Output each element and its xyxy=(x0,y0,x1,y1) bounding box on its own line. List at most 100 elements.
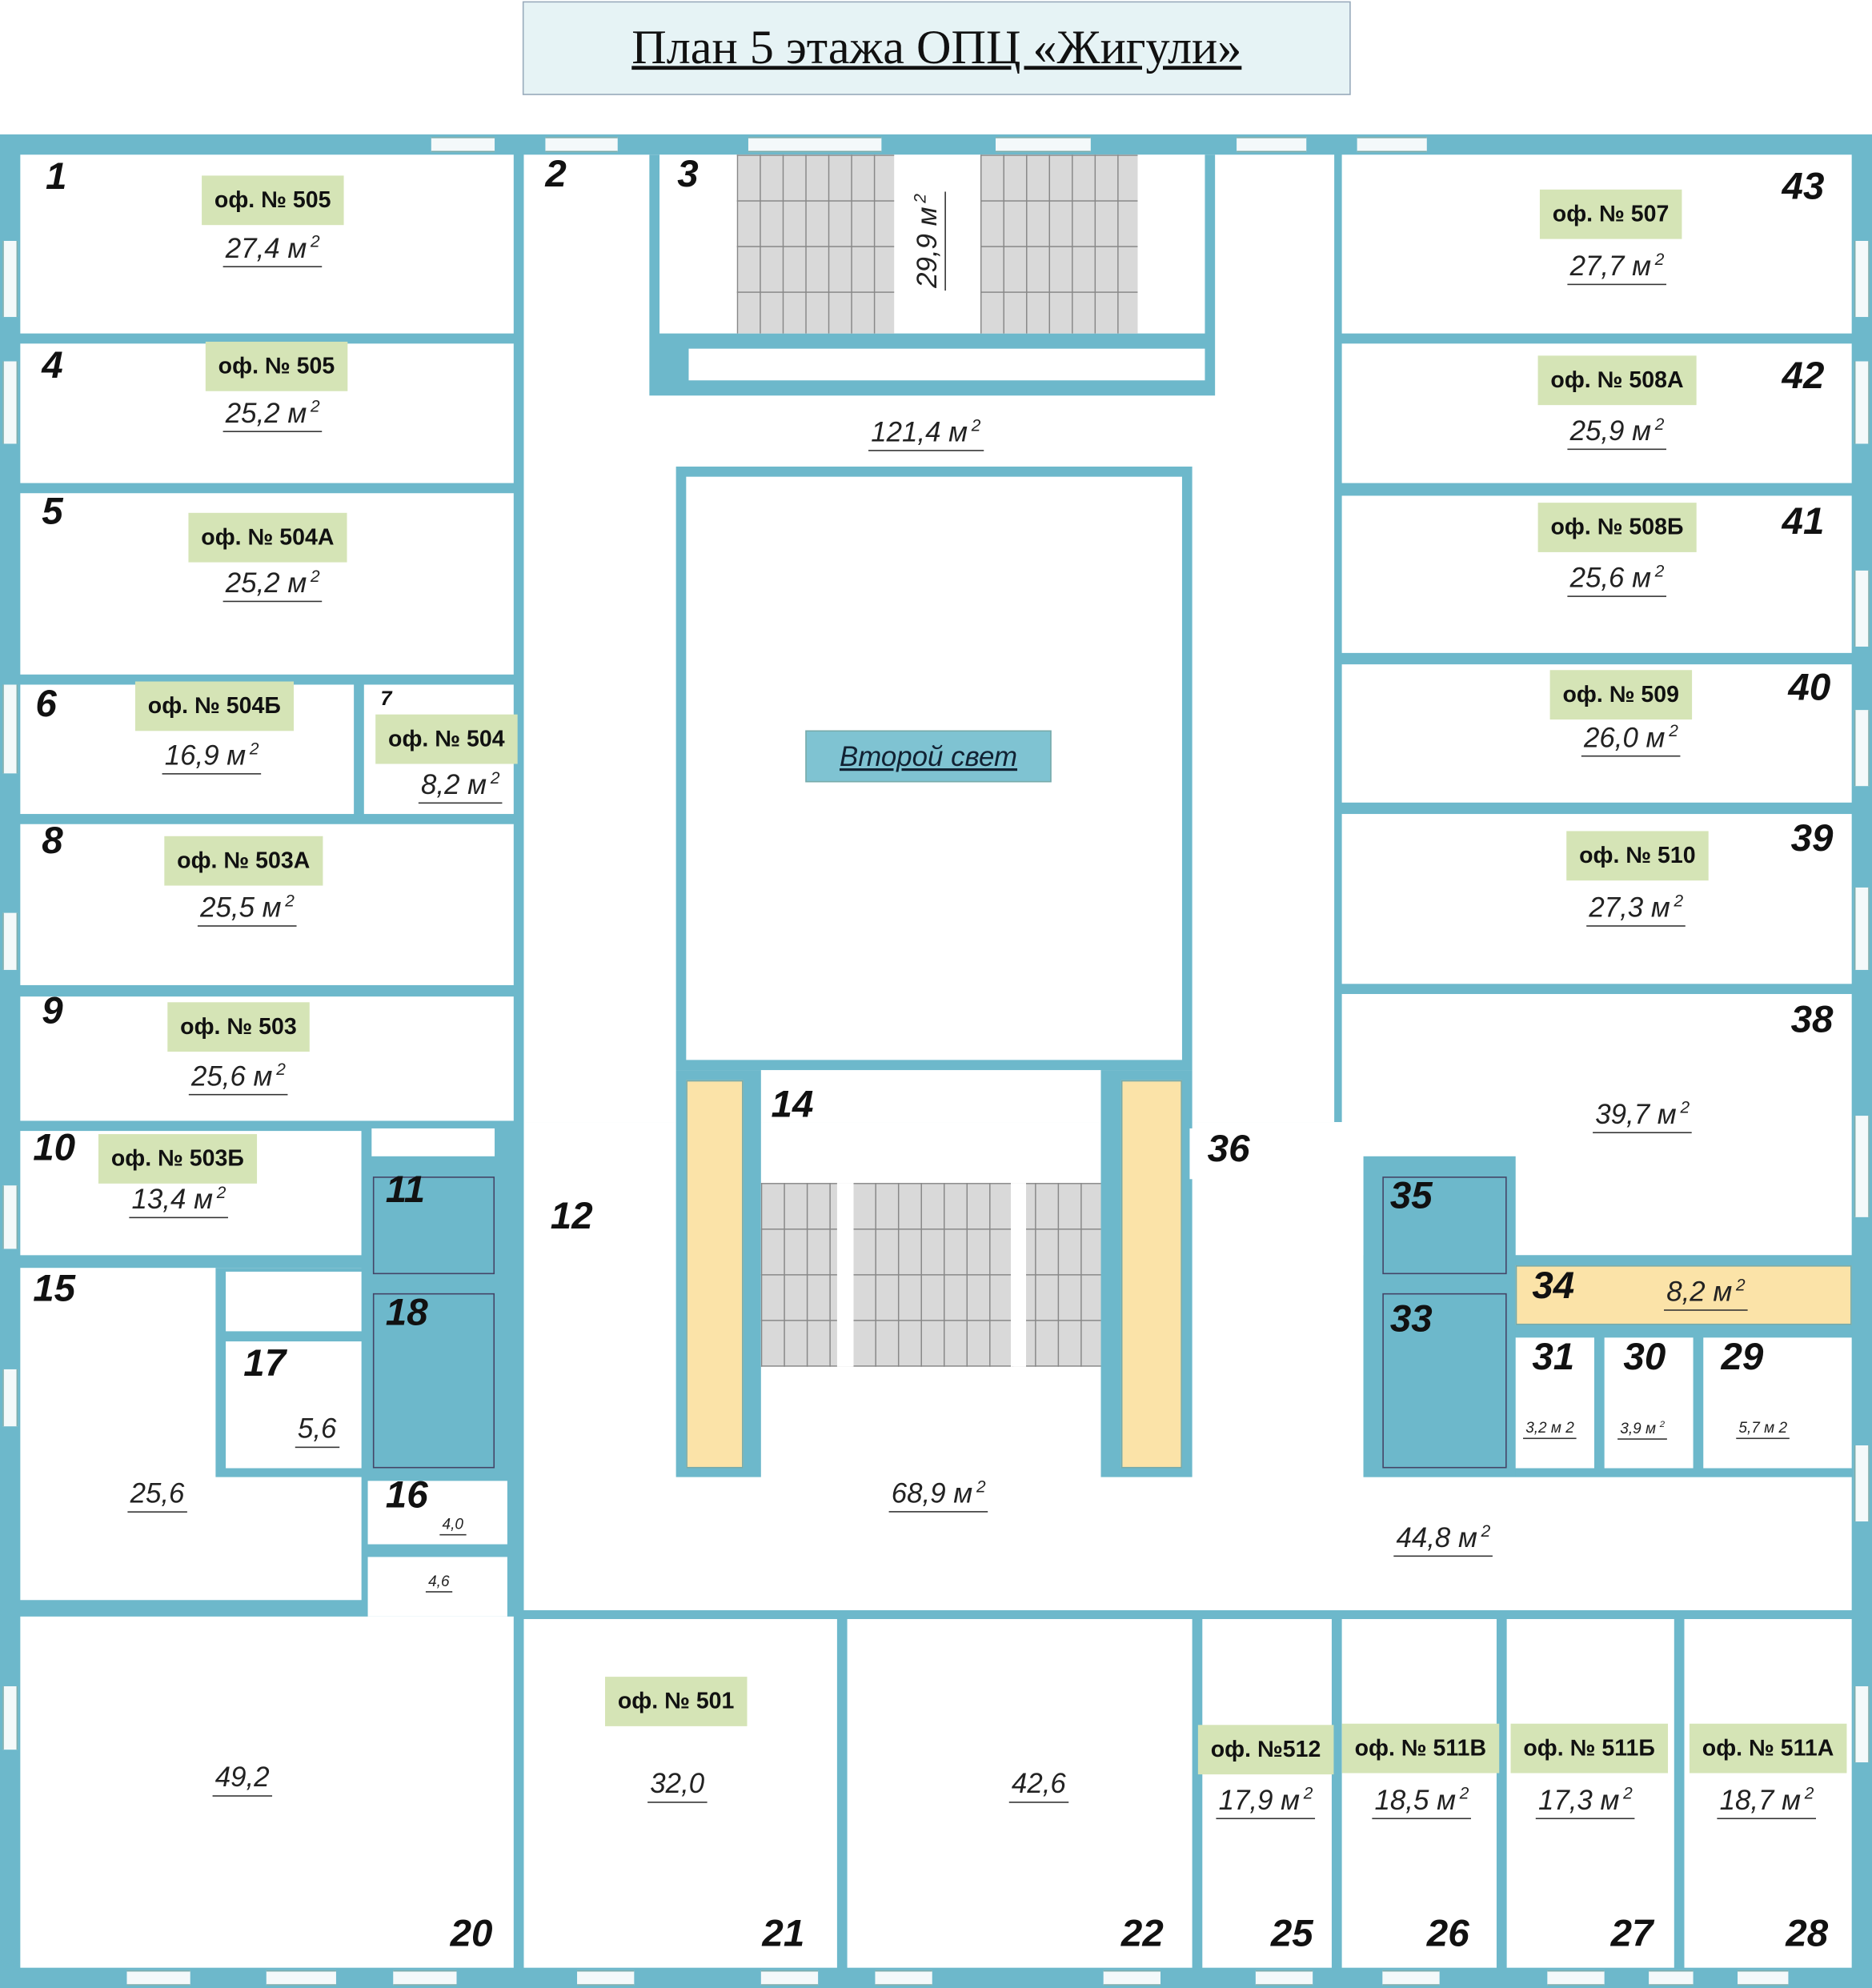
room-number: 4 xyxy=(42,344,63,387)
room-number: 14 xyxy=(771,1084,814,1126)
area-value: 68,9 м xyxy=(891,1477,973,1509)
area-value: 49,2 xyxy=(214,1761,270,1794)
room-29 xyxy=(1703,1337,1852,1469)
area-value: 26,0 м xyxy=(1584,721,1666,754)
area-value: 8,2 м xyxy=(1666,1275,1733,1308)
yellow-column-left xyxy=(686,1080,744,1469)
area-value: 18,7 м xyxy=(1719,1784,1802,1816)
room xyxy=(847,1619,1193,1968)
office-tag: оф. № 511В xyxy=(1341,1723,1500,1774)
area-value: 3,9 м xyxy=(1620,1419,1657,1437)
room-number: 28 xyxy=(1786,1913,1829,1955)
lift-shaft-35 xyxy=(1382,1176,1507,1275)
lift-shaft-18 xyxy=(372,1293,495,1469)
room-number: 26 xyxy=(1426,1913,1469,1955)
area-value: 25,5 м xyxy=(200,891,282,924)
office-tag: оф. № 505 xyxy=(202,175,344,226)
room-number: 11 xyxy=(385,1168,426,1211)
area-value: 121,4 м xyxy=(871,415,968,448)
room-number: 31 xyxy=(1532,1336,1575,1379)
area-unit-superscript: 2 xyxy=(1654,414,1665,434)
office-tag: оф. № 511Б xyxy=(1510,1723,1668,1774)
plan-title-box: План 5 этажа ОПЦ «Жигули» xyxy=(522,1,1351,95)
area-value: 25,9 м xyxy=(1569,415,1652,447)
office-tag: оф. № 504 xyxy=(375,714,518,764)
room xyxy=(1341,1619,1497,1968)
window xyxy=(2,1685,18,1750)
area-value: 5,7 м 2 xyxy=(1738,1418,1788,1437)
office-tag: оф. № 508А xyxy=(1537,355,1697,406)
office-tag: оф. № 503 xyxy=(167,1002,310,1052)
office-tag: оф. № 504А xyxy=(188,512,347,563)
area-value: 16,9 м xyxy=(164,739,247,772)
area-value: 32,0 xyxy=(650,1767,705,1799)
area-unit-superscript: 2 xyxy=(976,1477,986,1497)
area-unit-superscript: 2 xyxy=(1303,1783,1313,1803)
area-value: 4,6 xyxy=(428,1572,450,1590)
window xyxy=(1237,137,1307,153)
room-number: 25 xyxy=(1270,1913,1313,1955)
office-tag: оф. № 509 xyxy=(1549,670,1692,720)
room-area: 29,9 м2 xyxy=(910,190,947,291)
area-value: 18,5 м xyxy=(1374,1784,1456,1816)
room-area: 49,2 xyxy=(212,1761,272,1797)
office-tag: оф. № 501 xyxy=(605,1677,748,1726)
room-number: 16 xyxy=(385,1474,428,1517)
window xyxy=(2,912,18,970)
room-16 xyxy=(367,1481,507,1545)
area-value: 42,6 xyxy=(1011,1767,1066,1799)
room-number: 30 xyxy=(1623,1336,1666,1379)
office-tag: оф. № 510 xyxy=(1566,831,1709,881)
window xyxy=(1854,1445,1870,1522)
room-number: 12 xyxy=(550,1195,593,1238)
room-34 xyxy=(1515,1265,1852,1325)
window xyxy=(545,137,618,153)
area-unit-superscript: 2 xyxy=(1804,1783,1814,1803)
room-36 xyxy=(1189,1128,1269,1180)
room-number: 10 xyxy=(33,1127,76,1169)
room-area: 5,7 м 2 xyxy=(1736,1418,1790,1440)
window xyxy=(2,240,18,318)
office-tag: оф. № 503А xyxy=(164,836,323,886)
room-31 xyxy=(1515,1337,1594,1469)
room-area: 5,6 xyxy=(295,1413,339,1449)
room-number: 41 xyxy=(1782,500,1825,543)
room-number: 33 xyxy=(1389,1298,1433,1341)
room-17 xyxy=(226,1341,364,1469)
window xyxy=(2,1185,18,1249)
area-value: 25,6 м xyxy=(1569,562,1652,594)
area-value: 27,4 м xyxy=(225,232,307,264)
room-number: 21 xyxy=(762,1913,805,1955)
room-number: 40 xyxy=(1788,667,1831,709)
window xyxy=(2,684,18,774)
area-unit-superscript: 2 xyxy=(910,194,930,203)
area-value: 8,2 м xyxy=(421,768,487,800)
room-number: 27 xyxy=(1610,1913,1654,1955)
area-unit-superscript: 2 xyxy=(310,231,320,251)
window xyxy=(1547,1970,1605,1986)
room-number: 42 xyxy=(1782,355,1825,397)
office-tag: оф. № 507 xyxy=(1539,189,1682,239)
area-unit-superscript: 2 xyxy=(310,566,320,586)
room-number: 7 xyxy=(380,688,392,711)
room-area: 42,6 xyxy=(1008,1767,1068,1803)
room-area: 25,6 xyxy=(127,1477,187,1513)
area-value: 27,7 м xyxy=(1569,250,1652,282)
area-value: 25,2 м xyxy=(225,567,307,599)
stairs-14 xyxy=(760,1183,1101,1367)
window xyxy=(1649,1970,1694,1986)
room-number: 9 xyxy=(42,990,63,1032)
